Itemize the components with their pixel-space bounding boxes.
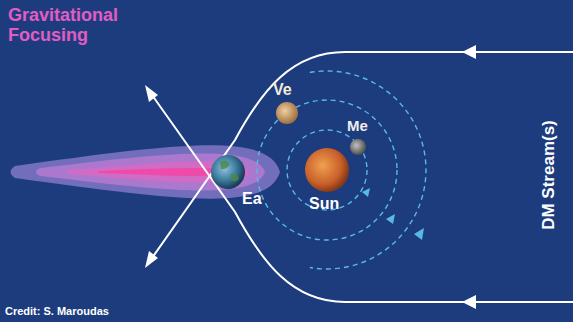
planet-label: Ea xyxy=(242,190,262,208)
arrowheads xyxy=(145,45,476,309)
sun-body xyxy=(305,148,349,192)
focusing-plume xyxy=(11,145,281,198)
planet-label: Ve xyxy=(273,81,292,99)
earth-body xyxy=(211,155,245,189)
orbit-arrows xyxy=(362,188,424,240)
credit-note: Credit: S. Maroudas xyxy=(5,305,109,317)
dm-stream-lines xyxy=(152,52,573,302)
mercury-body xyxy=(350,139,366,155)
orbit-lines xyxy=(257,71,426,269)
planet-label: Me xyxy=(347,118,368,135)
star-label: Sun xyxy=(309,195,339,213)
title-label: Gravitational Focusing xyxy=(8,6,148,46)
stream-label: DM Stream(s) xyxy=(540,120,559,230)
earth-land xyxy=(220,160,239,181)
venus-body xyxy=(276,102,298,124)
